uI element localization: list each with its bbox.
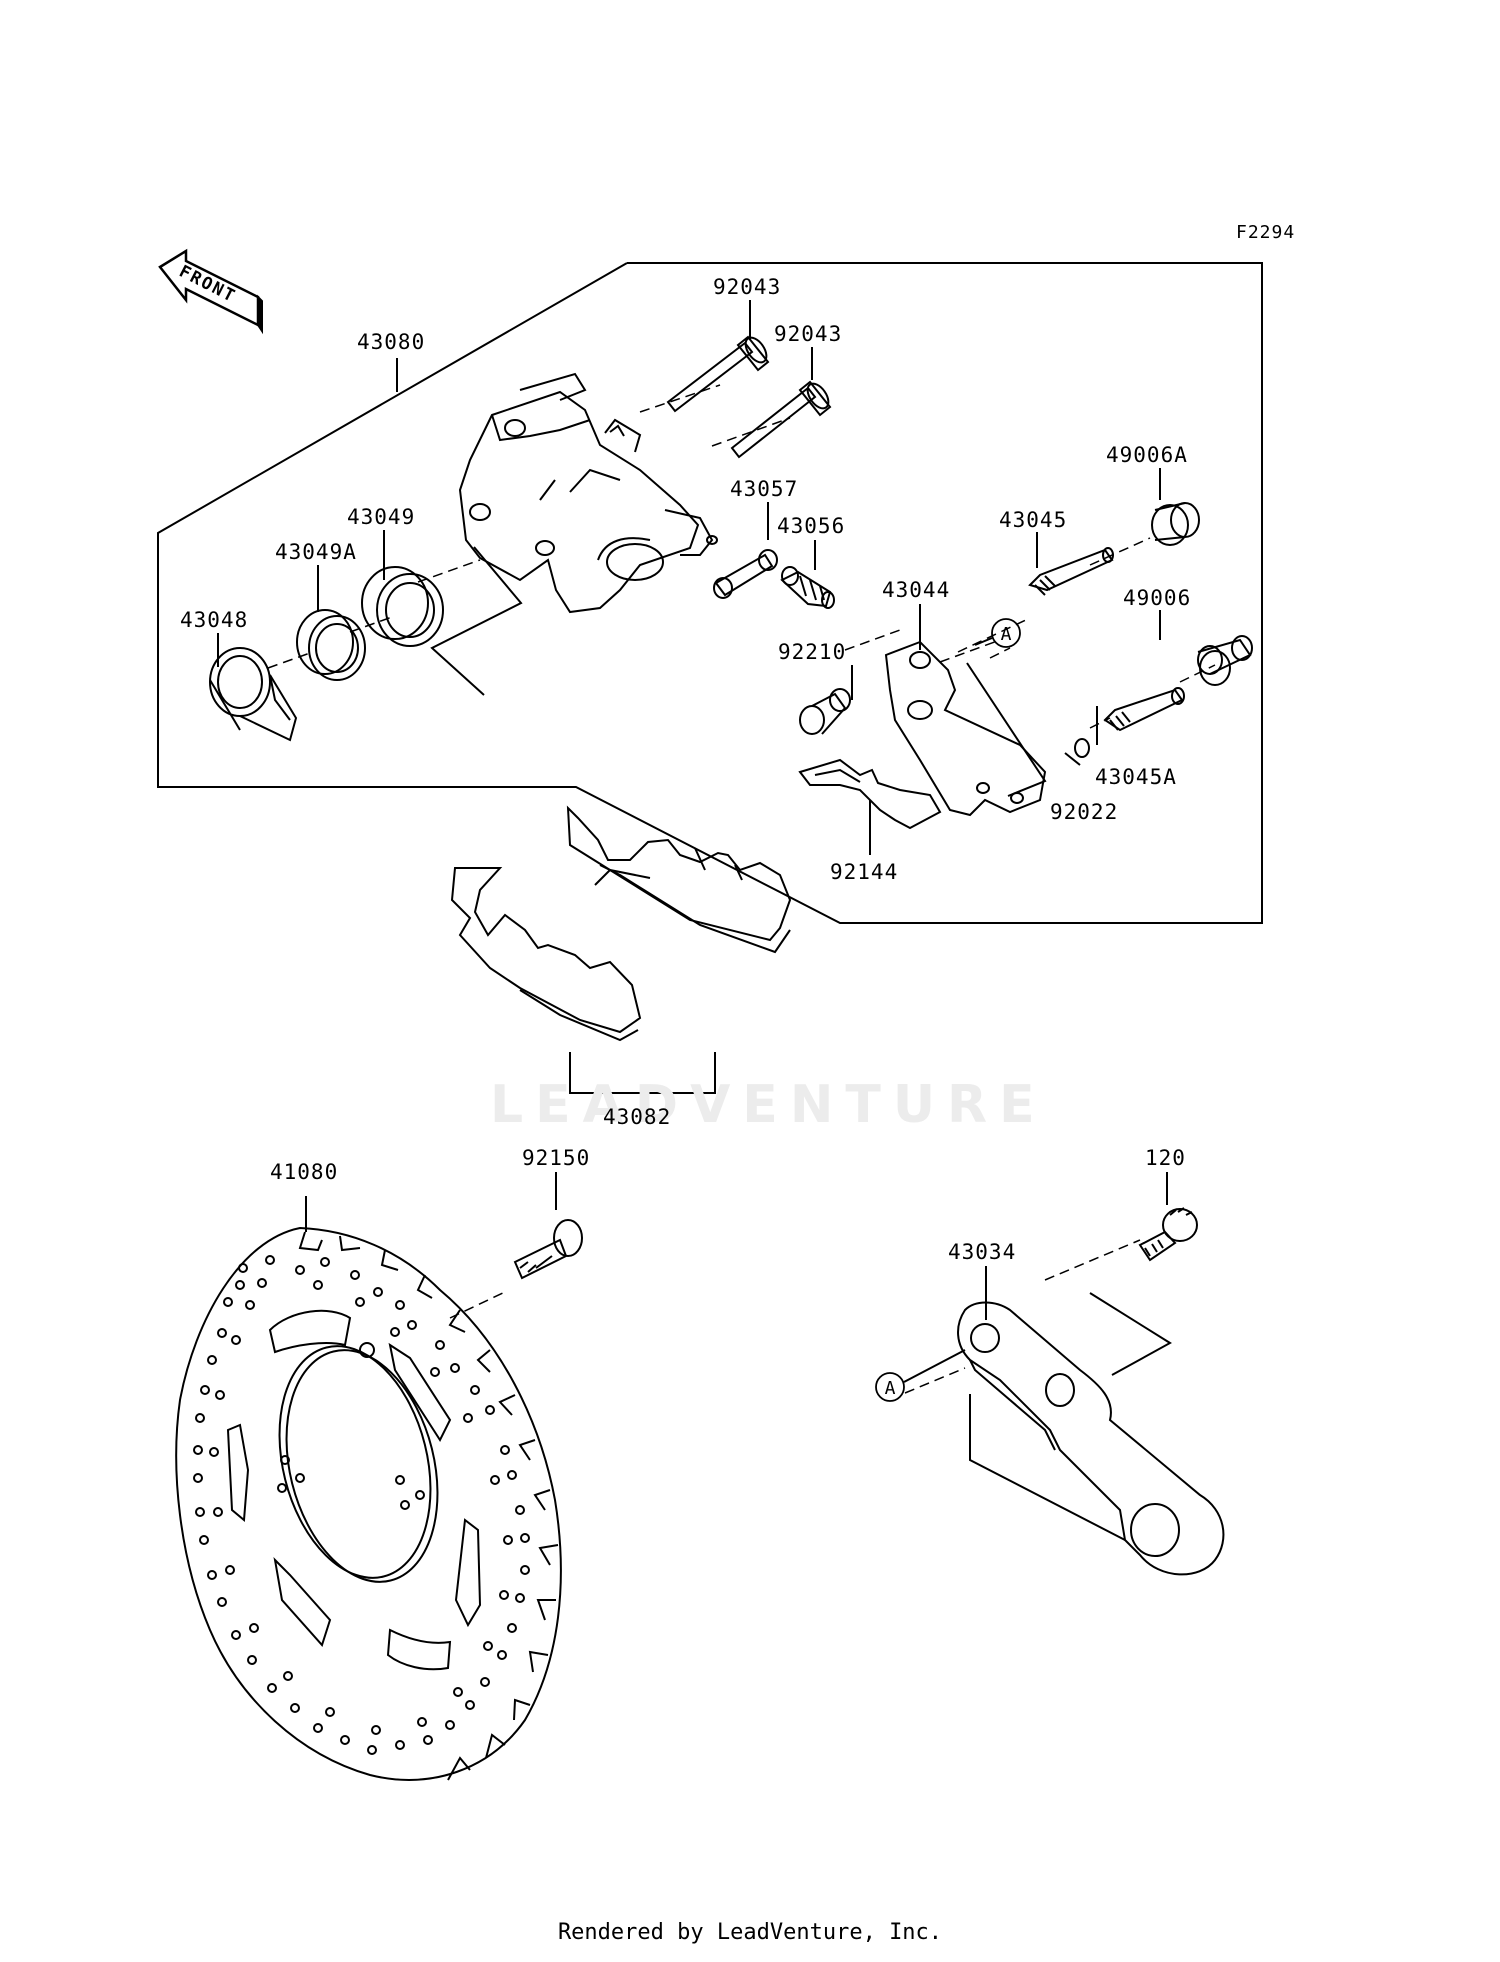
callout-letter-a-lower: A <box>885 1378 896 1399</box>
bleeder-cap-43057 <box>713 549 778 599</box>
part-label-43049[interactable]: 43049 <box>347 505 416 529</box>
watermark-text: LEADVENTURE <box>490 1075 1047 1135</box>
brake-pads-43082 <box>450 805 792 1042</box>
callout-circle-a-upper <box>991 618 1021 648</box>
part-label-43044[interactable]: 43044 <box>882 578 951 602</box>
part-label-43049A[interactable]: 43049A <box>275 540 357 564</box>
pad-spring-92144 <box>798 758 942 830</box>
part-label-43045A[interactable]: 43045A <box>1095 765 1177 789</box>
caliper-bracket-43044 <box>884 640 1047 817</box>
part-label-43048[interactable]: 43048 <box>180 608 249 632</box>
part-label-92144[interactable]: 92144 <box>830 860 899 884</box>
part-label-92043-top[interactable]: 92043 <box>713 275 782 299</box>
callout-circle-a-lower <box>875 1372 905 1402</box>
part-label-120[interactable]: 120 <box>1145 1146 1186 1170</box>
piston-43048 <box>209 647 298 742</box>
caliper-body <box>458 372 718 614</box>
part-label-41080[interactable]: 41080 <box>270 1160 339 1184</box>
part-label-49006A[interactable]: 49006A <box>1106 443 1188 467</box>
boot-49006 <box>1197 635 1253 686</box>
torque-link-bracket-43034 <box>957 1301 1225 1576</box>
caliper-assembly-outline <box>157 262 1263 924</box>
brake-disc-41080 <box>175 1226 562 1781</box>
footer-credit: Rendered by LeadVenture, Inc. <box>557 1920 943 1945</box>
part-label-92022[interactable]: 92022 <box>1050 800 1119 824</box>
part-label-43045[interactable]: 43045 <box>999 508 1068 532</box>
part-label-43080[interactable]: 43080 <box>357 330 426 354</box>
part-label-43034[interactable]: 43034 <box>948 1240 1017 1264</box>
guide-pin-92043-bottom <box>730 380 832 459</box>
front-arrow <box>158 248 263 335</box>
slide-pin-43045A <box>1103 687 1185 732</box>
slide-pin-43045 <box>1028 547 1114 596</box>
part-label-43056[interactable]: 43056 <box>777 514 846 538</box>
sleeve-92210 <box>799 688 851 735</box>
piston-seal-43049 <box>361 566 444 647</box>
bolt-120 <box>1138 1207 1198 1262</box>
callout-letter-a-upper: A <box>1001 624 1012 645</box>
diagram-code: F2294 <box>1236 222 1296 243</box>
bleeder-valve-43056 <box>780 566 835 609</box>
part-label-43082[interactable]: 43082 <box>603 1105 672 1129</box>
part-label-92210[interactable]: 92210 <box>778 640 847 664</box>
part-label-92043-bottom[interactable]: 92043 <box>774 322 843 346</box>
part-label-43057[interactable]: 43057 <box>730 477 799 501</box>
disc-bolt-92150 <box>513 1219 583 1280</box>
guide-pin-92043-top <box>666 335 770 413</box>
disc-vent-holes <box>193 1255 530 1755</box>
part-label-49006[interactable]: 49006 <box>1123 586 1192 610</box>
dust-seal-43049A <box>296 609 366 681</box>
boot-49006A <box>1151 502 1200 546</box>
part-label-92150[interactable]: 92150 <box>522 1146 591 1170</box>
circlip-92022 <box>1074 738 1090 758</box>
